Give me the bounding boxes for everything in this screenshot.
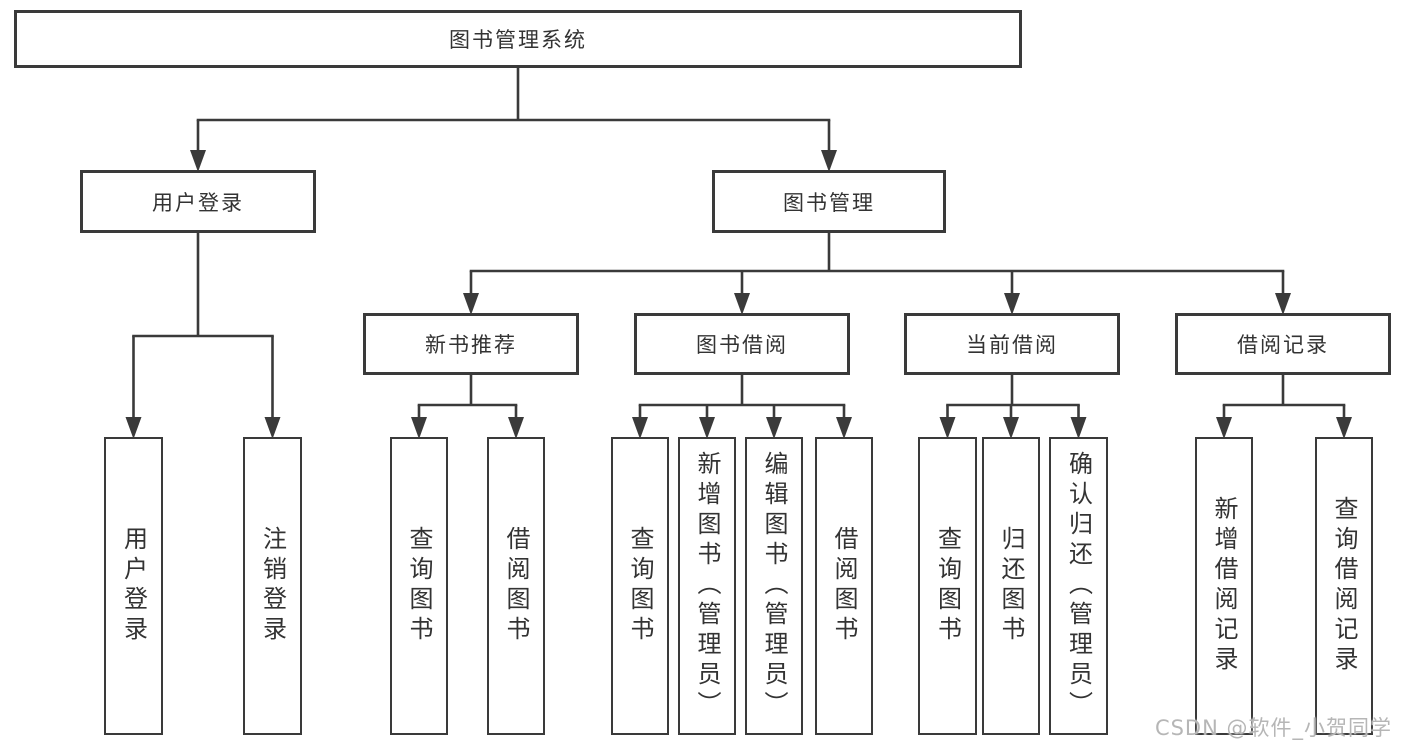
arrowhead-icon (463, 293, 479, 315)
arrowhead-icon (821, 150, 837, 172)
arrowhead-icon (836, 417, 852, 439)
node-new-book-recommend: 新书推荐 (363, 313, 579, 375)
leaf-user-login: 用户登录 (104, 437, 163, 735)
arrowhead-icon (190, 150, 206, 172)
arrowhead-icon (264, 417, 281, 439)
arrowhead-icon (1004, 293, 1020, 315)
leaf-confirm-return-admin: 确认归还（管理员） (1049, 437, 1108, 735)
arrowhead-icon (508, 417, 524, 439)
arrowhead-icon (411, 417, 427, 439)
node-library-system: 图书管理系统 (14, 10, 1022, 68)
leaf-query-books-2: 查询图书 (611, 437, 669, 735)
leaf-logout: 注销登录 (243, 437, 302, 735)
leaf-edit-books-admin: 编辑图书（管理员） (745, 437, 803, 735)
arrowhead-icon (632, 417, 648, 439)
leaf-borrow-books-2: 借阅图书 (815, 437, 873, 735)
node-book-borrow: 图书借阅 (634, 313, 850, 375)
arrowhead-icon (766, 417, 782, 439)
node-book-management: 图书管理 (712, 170, 946, 233)
node-user-login: 用户登录 (80, 170, 316, 233)
leaf-query-borrow-record: 查询借阅记录 (1315, 437, 1373, 735)
leaf-add-borrow-record: 新增借阅记录 (1195, 437, 1253, 735)
leaf-borrow-books-1: 借阅图书 (487, 437, 545, 735)
leaf-query-books-3: 查询图书 (918, 437, 977, 735)
csdn-watermark: CSDN @软件_小贺同学 (1154, 716, 1392, 740)
arrowhead-icon (1275, 293, 1291, 315)
arrowhead-icon (734, 293, 750, 315)
arrowhead-icon (125, 417, 142, 439)
arrowhead-icon (1070, 417, 1087, 439)
arrowhead-icon (1003, 417, 1019, 439)
leaf-query-books-1: 查询图书 (390, 437, 448, 735)
leaf-add-books-admin: 新增图书（管理员） (678, 437, 736, 735)
arrowhead-icon (699, 417, 715, 439)
arrowhead-icon (1336, 417, 1352, 439)
arrowhead-icon (939, 417, 956, 439)
leaf-return-books: 归还图书 (982, 437, 1040, 735)
node-borrow-records: 借阅记录 (1175, 313, 1391, 375)
arrowhead-icon (1216, 417, 1232, 439)
node-current-borrow: 当前借阅 (904, 313, 1120, 375)
